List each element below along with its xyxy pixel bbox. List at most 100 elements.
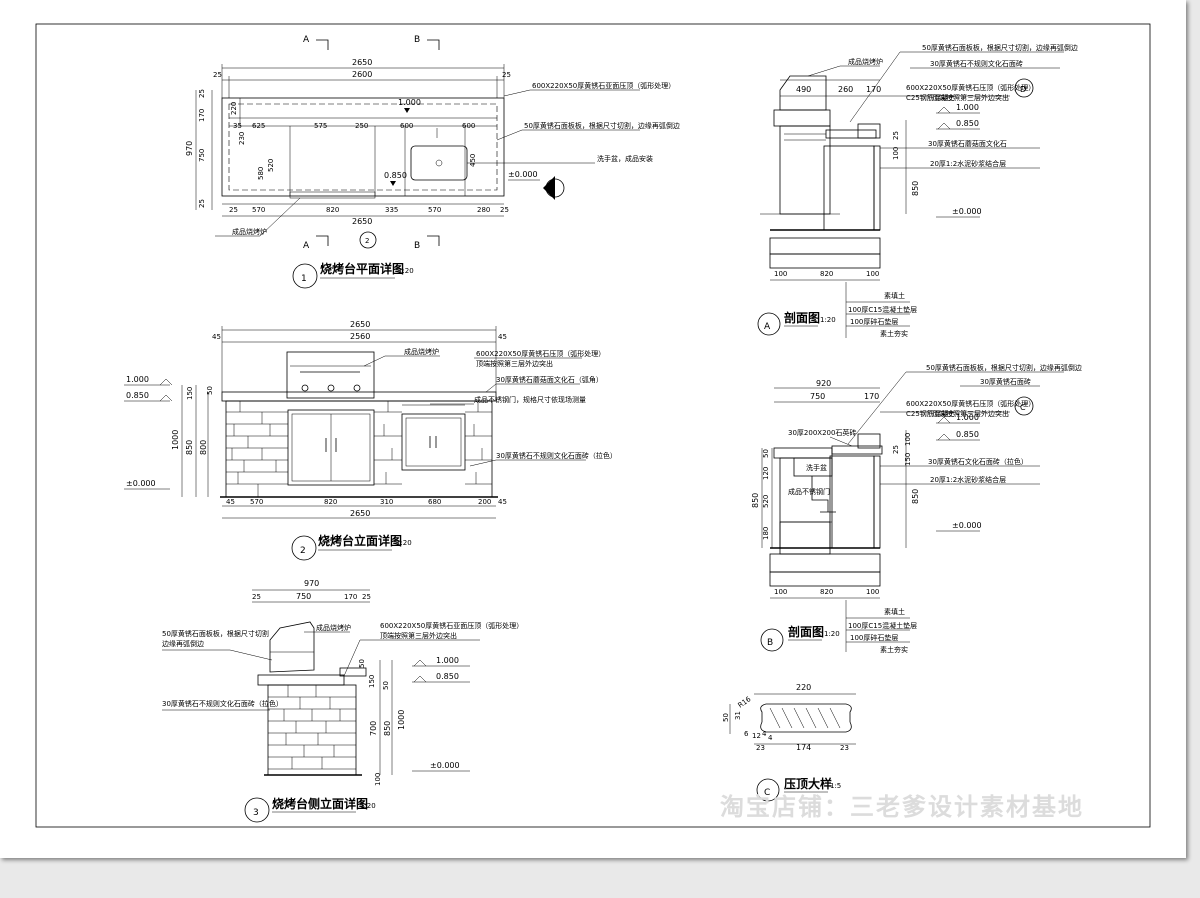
drawing-frame [35, 23, 1151, 828]
callout-d-icon [1014, 78, 1034, 98]
svg-text:素土夯实: 素土夯实 [880, 329, 908, 338]
svg-text:1.000: 1.000 [436, 656, 459, 665]
svg-text:25: 25 [198, 199, 206, 208]
svg-text:C: C [1020, 403, 1026, 412]
section-b-notes: 50厚黄锈石面板板，根据尺寸切割，边缘再弧倒边 30厚黄锈石面砖 600X220… [847, 363, 1082, 485]
svg-text:200: 200 [478, 498, 491, 506]
svg-text:50厚黄锈石面板板，根据尺寸切割，边缘再弧倒边: 50厚黄锈石面板板，根据尺寸切割，边缘再弧倒边 [926, 363, 1082, 372]
svg-text:25: 25 [252, 593, 261, 601]
svg-text:520: 520 [762, 495, 770, 508]
svg-text:920: 920 [816, 379, 831, 388]
plan-level-mid: 0.850 [384, 171, 407, 180]
sink-basin [410, 145, 468, 181]
svg-text:顶端按照第三层外边突出: 顶端按照第三层外边突出 [476, 359, 553, 368]
svg-text:20厚1:2水泥砂浆结合层: 20厚1:2水泥砂浆结合层 [930, 159, 1006, 168]
bbq-grill-side [269, 621, 315, 673]
svg-text:洗手盆: 洗手盆 [806, 463, 827, 472]
concrete-footing-b [769, 553, 881, 573]
front-elevation: 2650 2560 45 45 1.000 [124, 320, 617, 561]
section-mark-b-top: B [414, 35, 420, 45]
svg-text:顶端按照第三层外边突出: 顶端按照第三层外边突出 [932, 409, 1009, 418]
svg-text:600X220X50厚黄锈石压顶（弧形处理）: 600X220X50厚黄锈石压顶（弧形处理） [476, 349, 605, 358]
svg-text:顶端按照第三层外边突出: 顶端按照第三层外边突出 [380, 631, 457, 640]
plan-notes: 600X220X50厚黄锈石亚面压顶（弧形处理） 50厚黄锈石面板板，根据尺寸切… [215, 81, 680, 237]
svg-text:100厚C15混凝土垫层: 100厚C15混凝土垫层 [848, 305, 917, 314]
svg-text:570: 570 [252, 206, 265, 214]
svg-text:1:20: 1:20 [398, 267, 414, 275]
svg-text:1000: 1000 [171, 430, 180, 450]
svg-text:100: 100 [774, 270, 787, 278]
level-marker-icon [390, 181, 396, 186]
drain-pipe [811, 476, 836, 513]
svg-text:850: 850 [911, 181, 920, 196]
plan-dim-inner: 2600 [352, 70, 372, 79]
svg-text:2650: 2650 [350, 509, 370, 518]
svg-text:310: 310 [380, 498, 393, 506]
svg-text:1.000: 1.000 [956, 103, 979, 112]
svg-text:C25钢筋混凝土: C25钢筋混凝土 [906, 409, 955, 418]
svg-text:23: 23 [840, 744, 849, 752]
svg-text:100: 100 [774, 588, 787, 596]
svg-text:220: 220 [796, 683, 811, 692]
section-b: 920 750 170 洗手盆 成品不锈钢门 30厚200X200石英砖 50 … [751, 363, 1082, 654]
svg-text:1:20: 1:20 [820, 316, 836, 324]
svg-text:100: 100 [904, 433, 912, 446]
section-b-label-icon [760, 628, 784, 652]
view-number-3-icon [244, 797, 270, 823]
plan-dim-left: 25 [213, 71, 222, 79]
svg-text:850: 850 [751, 493, 760, 508]
svg-text:成品不锈钢门: 成品不锈钢门 [788, 487, 830, 496]
detail-c-label-icon [756, 778, 780, 802]
svg-text:素土夯实: 素土夯实 [880, 645, 908, 654]
svg-text:30厚黄锈石面砖: 30厚黄锈石面砖 [980, 377, 1031, 386]
section-a: 490 260 170 25 100 850 1.000 0.850 ±0.00… [757, 43, 1078, 338]
callout-c-icon [1014, 396, 1034, 416]
svg-text:150: 150 [368, 675, 376, 688]
svg-text:45: 45 [226, 498, 235, 506]
svg-text:850: 850 [911, 489, 920, 504]
svg-text:575: 575 [314, 122, 327, 130]
svg-text:230: 230 [238, 132, 246, 145]
section-b-title: 剖面图 [788, 624, 824, 639]
svg-text:750: 750 [810, 392, 825, 401]
svg-text:100: 100 [374, 773, 382, 786]
svg-text:970: 970 [185, 141, 194, 156]
svg-text:600X220X50厚黄锈石亚面压顶（弧形处理）: 600X220X50厚黄锈石亚面压顶（弧形处理） [532, 81, 675, 90]
svg-text:50: 50 [762, 449, 770, 458]
svg-text:±0.000: ±0.000 [430, 761, 460, 770]
svg-text:45: 45 [498, 498, 507, 506]
capstone-profile [760, 703, 852, 733]
gravel-layer-b [769, 571, 881, 587]
svg-text:±0.000: ±0.000 [952, 521, 982, 530]
side-elevation: 970 750 170 25 25 50 150 1000 50 700 850… [162, 579, 523, 823]
view-number-2-icon [291, 535, 317, 561]
svg-text:B: B [767, 638, 773, 648]
svg-text:25: 25 [362, 593, 371, 601]
section-a-layers: 素填土 100厚C15混凝土垫层 100厚碎石垫层 素土夯实 [845, 282, 917, 338]
svg-text:12: 12 [752, 732, 761, 740]
section-a-label-icon [757, 312, 781, 336]
svg-text:170: 170 [198, 109, 206, 122]
sink-dim: 450 [469, 154, 477, 167]
concrete-core-b [829, 455, 875, 549]
plan-dim-right: 25 [502, 71, 511, 79]
svg-text:成品烧烤炉: 成品烧烤炉 [848, 57, 883, 66]
svg-text:±0.000: ±0.000 [126, 479, 156, 488]
concrete-core [823, 145, 875, 231]
svg-text:820: 820 [820, 270, 833, 278]
svg-text:C25钢筋混凝土: C25钢筋混凝土 [906, 93, 955, 102]
side-title: 烧烤台侧立面详图 [272, 796, 368, 811]
svg-text:50: 50 [722, 713, 730, 722]
front-notes: 成品烧烤炉 600X220X50厚黄锈石压顶（弧形处理） 顶端按照第三层外边突出… [363, 347, 617, 467]
svg-text:50厚黄锈石面板板，根据尺寸切割: 50厚黄锈石面板板，根据尺寸切割 [162, 629, 269, 638]
svg-text:30厚黄锈石蘑菇面文化石（弧角）: 30厚黄锈石蘑菇面文化石（弧角） [496, 375, 603, 384]
svg-text:170: 170 [344, 593, 357, 601]
svg-text:570: 570 [250, 498, 263, 506]
svg-text:35: 35 [233, 122, 242, 130]
svg-text:成品烧烤炉: 成品烧烤炉 [404, 347, 439, 356]
svg-text:0.850: 0.850 [436, 672, 459, 681]
svg-text:4: 4 [762, 730, 767, 738]
svg-text:A: A [303, 241, 310, 251]
svg-text:6: 6 [744, 730, 749, 738]
section-a-notes: 成品烧烤炉 50厚黄锈石面板板，根据尺寸切割，边缘再弧倒边 30厚黄锈石不规则文… [807, 43, 1078, 169]
